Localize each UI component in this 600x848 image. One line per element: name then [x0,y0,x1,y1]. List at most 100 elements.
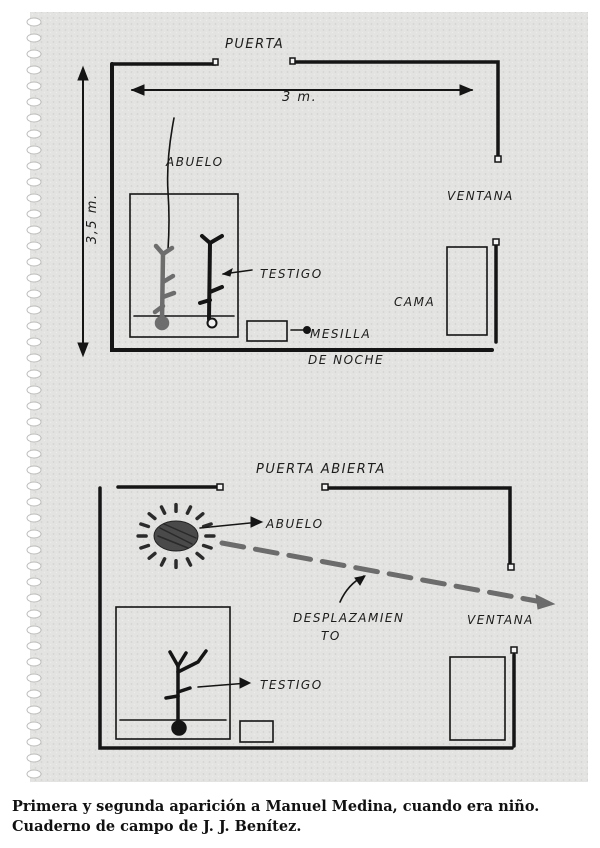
apparition-ray [195,512,205,521]
spiral-hole [26,177,42,187]
apparition-ray [195,551,205,560]
grandfather-pointer-2 [199,521,261,529]
spiral-hole [26,49,42,59]
notebook-page: PUERTA 3 m. 3,5 m. ABUELO VENTANA TESTIG… [10,10,590,785]
apparition-ray [147,512,157,521]
spiral-binding [26,17,42,779]
window-jamb-bottom [492,238,500,246]
grandfather-figure-1 [152,243,177,331]
spiral-hole [26,129,42,139]
apparition-ray [147,551,157,560]
figure-caption: Primera y segunda aparición a Manuel Med… [12,797,592,837]
spiral-hole [26,449,42,459]
door-jamb-right [289,57,296,65]
apparition-ray [139,522,151,529]
spiral-hole [26,561,42,571]
apparition-ray [185,505,193,515]
spiral-hole [26,369,42,379]
witness-figure-1 [198,234,224,329]
spiral-hole [26,433,42,443]
apparition-ray [159,557,167,567]
grandfather-label-1: ABUELO [165,155,224,169]
movement-pointer-head [354,575,366,586]
spiral-hole [26,545,42,555]
spiral-hole [26,529,42,539]
nightstand-dot [303,326,311,334]
spiral-hole [26,241,42,251]
witness-figure-2 [164,649,208,736]
room-1-walls [110,62,494,352]
spiral-hole [26,65,42,75]
sketch-drawing: PUERTA 3 m. 3,5 m. ABUELO VENTANA TESTIG… [26,12,588,782]
spiral-hole [26,337,42,347]
bed-3 [115,606,231,740]
window-label-2: VENTANA [467,613,534,627]
movement-label-line1: DESPLAZAMIEN [293,611,404,625]
spiral-hole [26,33,42,43]
spiral-hole [26,161,42,171]
depth-arrow-bottom [77,342,89,358]
nightstand-label-line1: MESILLA [310,327,371,341]
grandfather-label-2: ABUELO [265,517,324,531]
apparition-ray [139,543,151,550]
spiral-hole [26,385,42,395]
door-label-1: PUERTA [225,37,284,52]
spiral-hole [26,401,42,411]
spiral-hole [26,193,42,203]
sketch-2 [98,483,556,750]
door-jamb-left [212,58,219,66]
window-label-1: VENTANA [447,189,514,203]
sketch-1 [77,57,502,358]
nightstand-2 [239,720,274,743]
spiral-hole [26,225,42,235]
apparition-ray [201,543,213,550]
width-label: 3 m. [282,90,317,105]
spiral-hole [26,609,42,619]
window-jamb-bottom-2 [510,646,518,654]
witness-label-1: TESTIGO [260,267,323,281]
spiral-hole [26,769,42,779]
spiral-hole [26,145,42,155]
room-2-top-wall-right [323,486,512,568]
spiral-hole [26,657,42,667]
room-1-top-wall-right [291,60,500,160]
spiral-hole [26,81,42,91]
spiral-hole [26,513,42,523]
apparition-ray [201,522,213,529]
spiral-hole [26,753,42,763]
apparition-ray [159,505,167,515]
spiral-hole [26,689,42,699]
window-jamb-top [494,155,502,163]
movement-label-line2: TO [321,629,341,643]
open-door-jamb-right [321,483,329,491]
width-arrow-right [459,84,474,96]
spiral-hole [26,673,42,683]
bed-4 [449,656,506,741]
nightstand [246,320,288,342]
grandfather-pointer-1 [166,117,175,251]
spiral-hole [26,305,42,315]
room-2-walls [98,486,514,750]
nightstand-label-line2: DE NOCHE [308,353,384,367]
apparition-ray [185,557,193,567]
spiral-hole [26,273,42,283]
movement-arrowhead [535,594,556,610]
spiral-hole [26,577,42,587]
spiral-hole [26,257,42,267]
witness-label-2: TESTIGO [260,678,323,692]
spiral-hole [26,17,42,27]
spiral-hole [26,289,42,299]
grandfather-arrowhead-2 [250,516,264,528]
spiral-hole [26,497,42,507]
spiral-hole [26,209,42,219]
caption-line-1: Primera y segunda aparición a Manuel Med… [12,798,540,815]
spiral-hole [26,625,42,635]
movement-path [219,540,545,605]
depth-label: 3,5 m. [85,193,100,244]
paper-background [30,12,588,782]
spiral-hole [26,705,42,715]
spiral-hole [26,481,42,491]
spiral-hole [26,353,42,363]
spiral-hole [26,321,42,331]
bed-2 [446,246,488,336]
